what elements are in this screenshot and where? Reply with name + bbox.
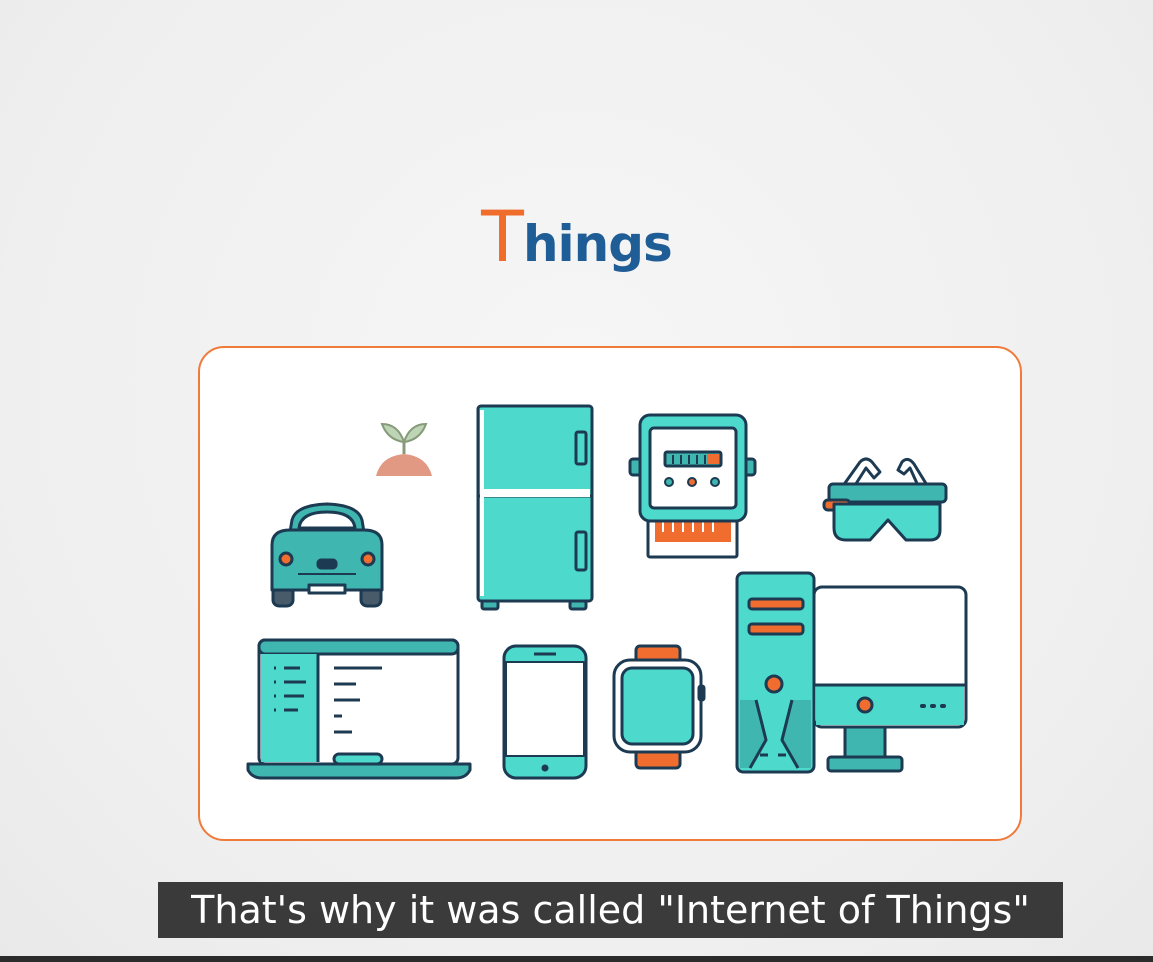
plant-icon (376, 422, 432, 476)
smart-glasses-icon (822, 457, 948, 542)
player-bottom-bar (0, 956, 1153, 962)
slide-title-first-letter: T (481, 196, 524, 278)
laptop-icon (246, 638, 472, 780)
video-caption: That's why it was called "Internet of Th… (158, 882, 1063, 938)
refrigerator-icon (476, 404, 594, 611)
electric-meter-icon (628, 413, 757, 559)
smartphone-icon (502, 644, 588, 780)
slide-title-rest: hings (522, 215, 673, 273)
car-icon (270, 502, 384, 608)
desktop-computer-icon (735, 571, 968, 774)
smartwatch-icon (612, 644, 706, 770)
slide-title: Things (0, 192, 1153, 289)
